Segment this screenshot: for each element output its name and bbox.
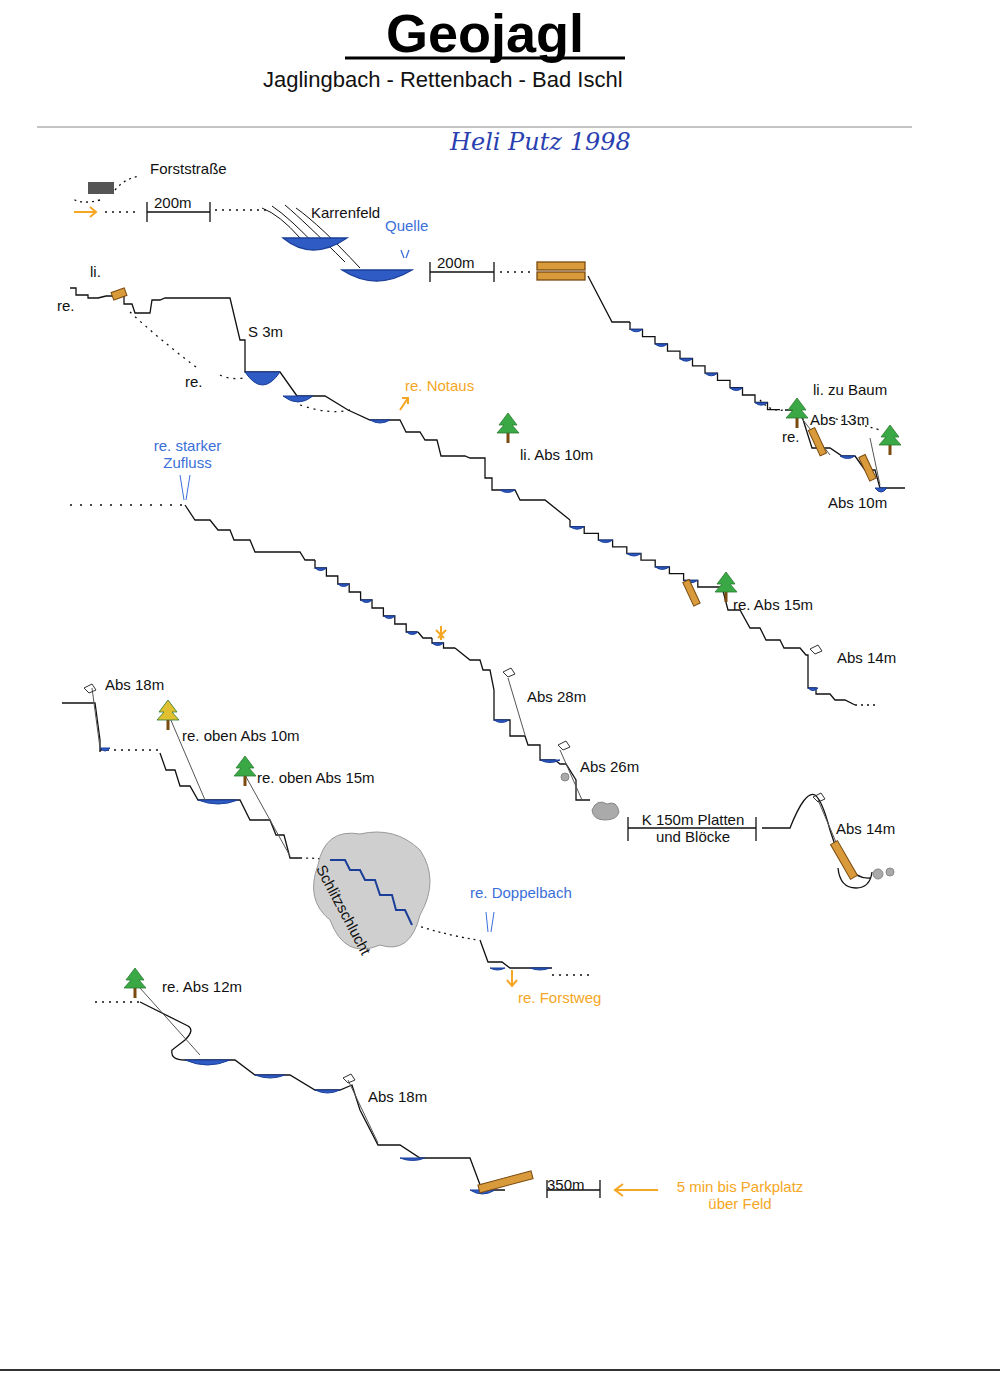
pool (370, 420, 390, 423)
topo-label: Abs 26m (580, 758, 639, 775)
topo-label: re. Doppelbach (470, 884, 572, 901)
pool (490, 968, 505, 970)
pool (570, 527, 584, 530)
topo-label: 350m (547, 1176, 585, 1193)
pool (245, 372, 280, 385)
pool (384, 616, 395, 619)
topo-label: re. (185, 373, 203, 390)
boulders (314, 773, 894, 949)
tree (497, 413, 519, 433)
pool (808, 688, 818, 691)
pool (400, 1158, 425, 1161)
topo-label: Abs 14m (836, 820, 895, 837)
tree (786, 398, 808, 418)
topo-label: re. Forstweg (518, 989, 601, 1006)
tree (879, 425, 901, 445)
pool (500, 490, 515, 493)
tree (234, 756, 256, 776)
topo-label: 200m (437, 254, 475, 271)
topo-label: Abs 10m (828, 494, 887, 511)
step-line (315, 560, 418, 632)
topo-label: Heli Putz 1998 (450, 128, 631, 156)
topo-label: Quelle (385, 217, 428, 234)
topo-label: Abs 28m (527, 688, 586, 705)
topo-label: 5 min bis Parkplatz über Feld (665, 1178, 815, 1212)
pool (840, 456, 855, 459)
ropes (84, 412, 880, 1143)
page-edge (0, 1369, 1000, 1371)
topo-label: re. Abs 12m (162, 978, 242, 995)
cascade-steps (315, 322, 780, 648)
pool (407, 632, 418, 635)
pool (627, 554, 641, 557)
pool (630, 329, 643, 332)
topo-label: li. (90, 263, 101, 280)
topo-label: Abs 13m (810, 411, 869, 428)
pool (655, 567, 669, 570)
step-line (630, 322, 780, 410)
step-line (432, 638, 455, 648)
topo-label: K 150m Platten und Blöcke (632, 811, 754, 845)
pool (598, 540, 612, 543)
pool (680, 359, 693, 362)
topo-label: re. starker Zufluss (140, 437, 235, 471)
topo-label: re. oben Abs 10m (182, 727, 300, 744)
tree (124, 968, 146, 988)
topo-label: Karrenfeld (311, 204, 380, 221)
pool (755, 403, 768, 406)
pool (198, 800, 238, 804)
pool (494, 720, 509, 723)
topo-label: Abs 18m (105, 676, 164, 693)
topo-label: re. (57, 297, 75, 314)
pool (255, 1075, 285, 1078)
pool (655, 344, 668, 347)
topo-label: re. oben Abs 15m (257, 769, 375, 786)
pools (100, 329, 887, 1194)
topo-label: S 3m (248, 323, 283, 340)
topo-label: Forststraße (150, 160, 227, 177)
topo-label: 200m (154, 194, 192, 211)
title: Geojagl (0, 2, 970, 64)
logs (111, 288, 876, 1193)
trees (124, 398, 901, 998)
tree (715, 572, 737, 592)
pool (283, 396, 313, 402)
pool (185, 1060, 230, 1065)
profiles (62, 176, 905, 1190)
topo-label: li. zu Baum (813, 381, 887, 398)
pool (705, 373, 718, 376)
topo-label: Jaglingbach - Rettenbach - Bad Ischl (263, 67, 623, 92)
pool (100, 748, 110, 751)
pool (730, 388, 743, 391)
rule (37, 127, 912, 128)
topo-label: re. Abs 15m (733, 596, 813, 613)
topo-label: re. Notaus (405, 377, 474, 394)
pool (338, 584, 349, 587)
topo-label: Abs 14m (837, 649, 896, 666)
pool (540, 760, 560, 763)
pool (315, 1090, 340, 1093)
step-line (570, 520, 712, 587)
tree (157, 700, 179, 720)
pool (875, 488, 887, 492)
pool (432, 643, 444, 646)
topo-label: Abs 18m (368, 1088, 427, 1105)
pool (361, 600, 372, 603)
topo-label: li. Abs 10m (520, 446, 593, 463)
pool (530, 968, 550, 970)
pool (315, 568, 326, 571)
arrows (180, 398, 658, 1198)
topo-label: re. (782, 428, 800, 445)
